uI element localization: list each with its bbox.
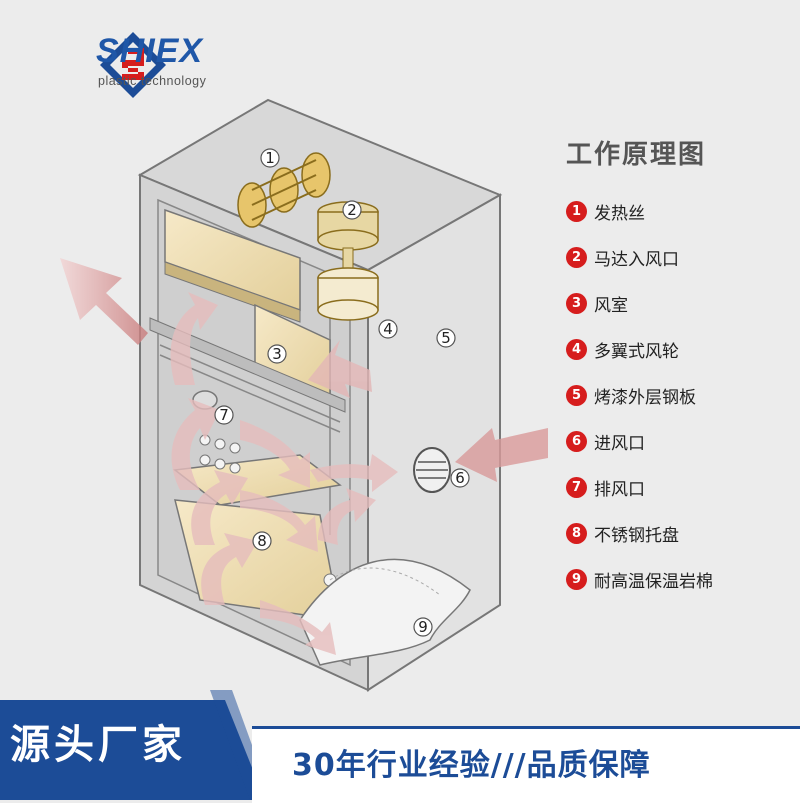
airflow-arrow [240, 420, 310, 488]
legend-label: 多翼式风轮 [594, 342, 679, 362]
legend-item: 3 风室 [566, 292, 713, 316]
legend-number-badge: 1 [566, 201, 587, 222]
legend-number-badge: 2 [566, 247, 587, 268]
callout-number: 6 [455, 469, 465, 487]
legend-number-badge: 9 [566, 569, 587, 590]
legend-label: 耐高温保温岩棉 [594, 572, 713, 592]
airflow-arrow [191, 470, 248, 545]
airflow-arrow [260, 600, 336, 655]
legend-label: 烤漆外层钢板 [594, 388, 696, 408]
legend-number-badge: 3 [566, 293, 587, 314]
airflow-arrow [171, 398, 220, 490]
callout-number: 2 [347, 201, 357, 219]
callout-number: 9 [418, 618, 428, 636]
callout-number: 1 [265, 149, 275, 167]
legend-item: 9 耐高温保温岩棉 [566, 568, 713, 592]
legend-item: 5 烤漆外层钢板 [566, 384, 713, 408]
legend-label: 进风口 [594, 434, 645, 454]
brand-tagline: plastic technology [98, 74, 207, 88]
legend-label: 排风口 [594, 480, 645, 500]
legend-label: 马达入风口 [594, 250, 679, 270]
legend-list: 1 发热丝 2 马达入风口 3 风室 4 多翼式风轮 5 烤漆外层钢板 6 进风口 7 排风口… [566, 200, 713, 614]
airflow-arrow [308, 340, 372, 398]
airflow-arrow [60, 258, 148, 345]
banner-right-panel [252, 726, 800, 803]
airflow-arrow [310, 454, 398, 492]
motor-fan-icon [317, 201, 379, 321]
diagram-title: 工作原理图 [566, 140, 707, 170]
legend-number-badge: 7 [566, 477, 587, 498]
legend-number-badge: 8 [566, 523, 587, 544]
airflow-arrows [60, 258, 548, 655]
legend-label: 发热丝 [594, 204, 645, 224]
callout-markers: 1 2 3 4 5 6 7 8 9 [214, 148, 470, 637]
callout-number: 5 [441, 329, 451, 347]
airflow-arrow [318, 488, 376, 545]
heating-wire-icon [237, 152, 331, 228]
airflow-arrow [455, 428, 548, 482]
legend-item: 2 马达入风口 [566, 246, 713, 270]
brand-name: SHIEX [96, 32, 204, 70]
legend-item: 1 发热丝 [566, 200, 713, 224]
callout-number: 3 [272, 345, 282, 363]
brand-logo-icon [100, 32, 166, 98]
legend-number-badge: 5 [566, 385, 587, 406]
callout-number: 4 [383, 320, 393, 338]
legend-item: 4 多翼式风轮 [566, 338, 713, 362]
legend-label: 风室 [594, 296, 628, 316]
legend-number-badge: 4 [566, 339, 587, 360]
banner-right-text: 30年行业经验///品质保障 [292, 748, 651, 783]
airflow-arrow [201, 533, 258, 605]
air-inlet-vent-icon [413, 447, 451, 493]
upper-rack [149, 317, 346, 413]
legend-item: 7 排风口 [566, 476, 713, 500]
airflow-arrow [240, 490, 318, 552]
legend-number-badge: 6 [566, 431, 587, 452]
legend-item: 8 不锈钢托盘 [566, 522, 713, 546]
legend-item: 6 进风口 [566, 430, 713, 454]
airflow-arrow [170, 292, 218, 385]
legend-label: 不锈钢托盘 [594, 526, 679, 546]
callout-number: 7 [219, 406, 229, 424]
banner-left-text: 源头厂家 [10, 722, 186, 768]
callout-number: 8 [257, 532, 267, 550]
